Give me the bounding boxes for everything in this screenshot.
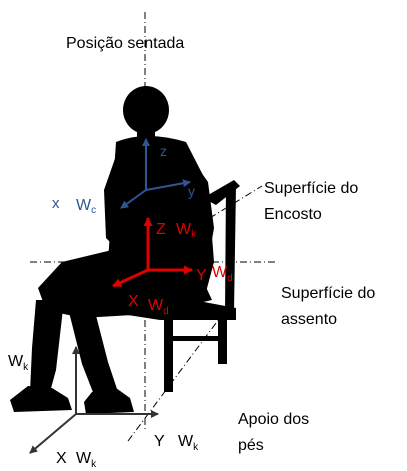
- wc-x-arrow: [120, 189, 147, 209]
- wc-z-label: z: [160, 143, 167, 159]
- chair-front-leg: [164, 316, 173, 392]
- seat-label-line1: Superfície do: [281, 285, 375, 302]
- footrest-label-line2: pés: [238, 437, 264, 454]
- wk-frame-label: Wk: [176, 221, 197, 240]
- wd-y-frame-label: Wd: [212, 264, 233, 284]
- person-silhouette: [10, 86, 214, 414]
- right-foot: [84, 388, 134, 414]
- wk-z-label: Z: [156, 221, 166, 238]
- wc-x-label: x: [52, 195, 60, 212]
- page-title: Posição sentada: [66, 35, 184, 52]
- frame-wk-floor: [29, 346, 159, 454]
- wc-y-arrow: [145, 179, 191, 191]
- chair-back-post: [225, 186, 236, 312]
- floor-x-frame-label: Wk: [76, 450, 97, 470]
- head: [123, 86, 169, 134]
- floor-y-label: Y: [154, 433, 165, 450]
- footrest-label-line1: Apoio dos: [238, 411, 309, 428]
- floor-y-frame-label: Wk: [178, 433, 199, 453]
- left-foot: [10, 386, 72, 412]
- frame-wc: [120, 138, 191, 209]
- right-shin: [66, 300, 118, 400]
- wd-x-arrow: [112, 268, 149, 288]
- wc-y-label: y: [188, 183, 195, 199]
- floor-x-arrow: [29, 413, 77, 454]
- right-arm: [184, 148, 214, 278]
- chair-crossbar: [170, 336, 220, 341]
- floor-z-label: Z: [94, 355, 104, 372]
- seat-label-line2: assento: [281, 311, 337, 328]
- backrest-label-line1: Superfície do: [264, 180, 358, 197]
- left-shin: [30, 300, 64, 392]
- wd-x-label: X: [128, 293, 139, 310]
- wd-y-label: Y: [196, 267, 207, 284]
- floor-diagonal-line: [127, 306, 229, 442]
- chair-rear-leg: [218, 312, 227, 364]
- backrest-label-line2: Encosto: [264, 206, 322, 223]
- wc-frame-label: Wc: [76, 197, 96, 216]
- left-arm: [104, 150, 118, 250]
- wd-x-frame-label: Wd: [148, 297, 169, 317]
- floor-z-frame-label: Wk: [8, 353, 29, 373]
- frame-wk-wd: [112, 217, 193, 288]
- floor-x-label: X: [56, 450, 67, 467]
